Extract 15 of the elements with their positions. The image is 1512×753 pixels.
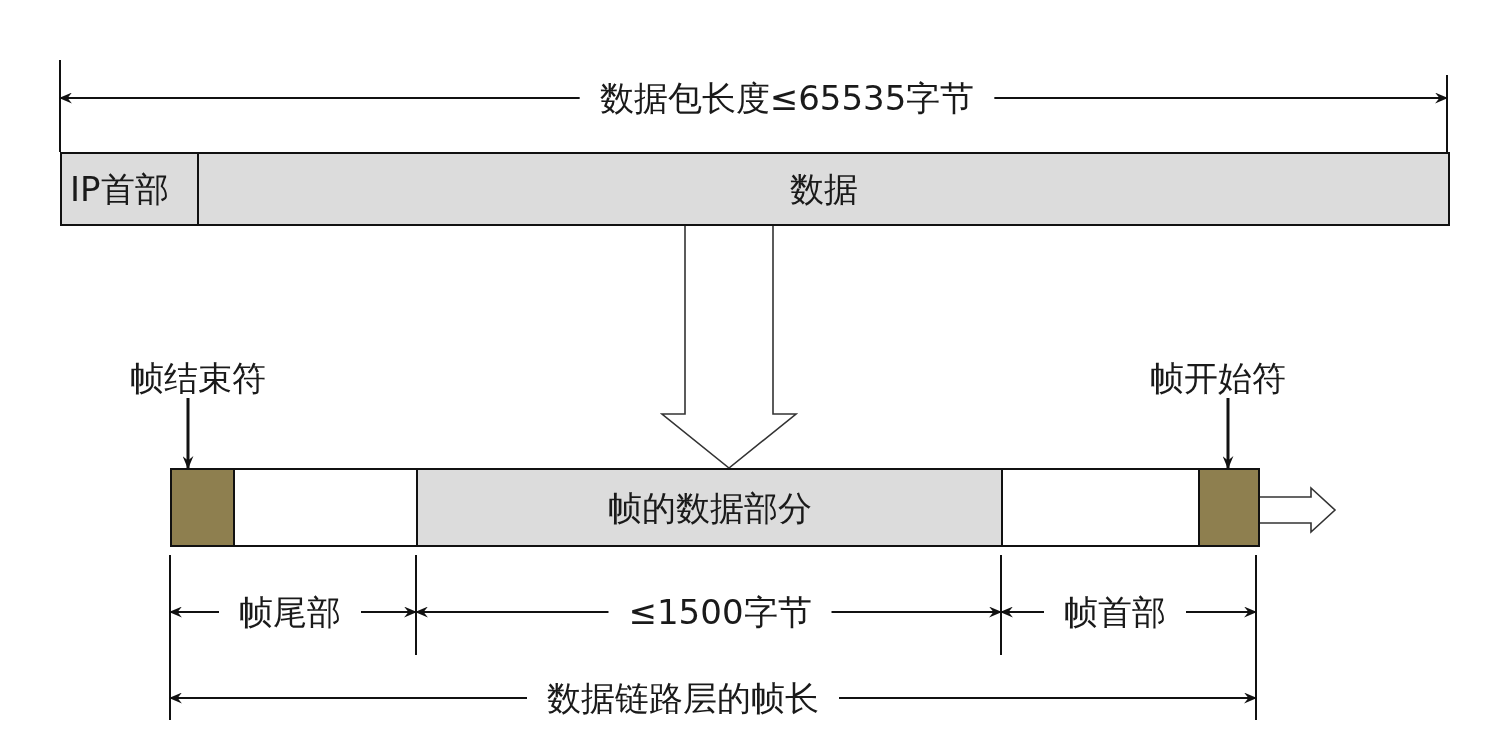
delimiter-block bbox=[1198, 468, 1260, 547]
marker-label: 帧结束符 bbox=[130, 358, 266, 398]
dimension-label: 帧尾部 bbox=[239, 592, 341, 632]
arrow bbox=[1222, 398, 1234, 470]
header-cell: IP首部 bbox=[60, 152, 199, 226]
dimension-label: 数据包长度≤65535字节 bbox=[599, 78, 975, 118]
dimension-label: 数据链路层的帧长 bbox=[547, 678, 819, 718]
dimension-label: 帧首部 bbox=[1064, 592, 1166, 632]
arrow bbox=[182, 398, 194, 470]
dimension-label: ≤1500字节 bbox=[628, 592, 812, 632]
hollow-arrow bbox=[659, 225, 799, 470]
delimiter-block bbox=[170, 468, 235, 547]
marker-label: 帧开始符 bbox=[1150, 358, 1286, 398]
data-cell: 帧的数据部分 bbox=[416, 468, 1003, 547]
data-cell: 数据 bbox=[197, 152, 1450, 226]
